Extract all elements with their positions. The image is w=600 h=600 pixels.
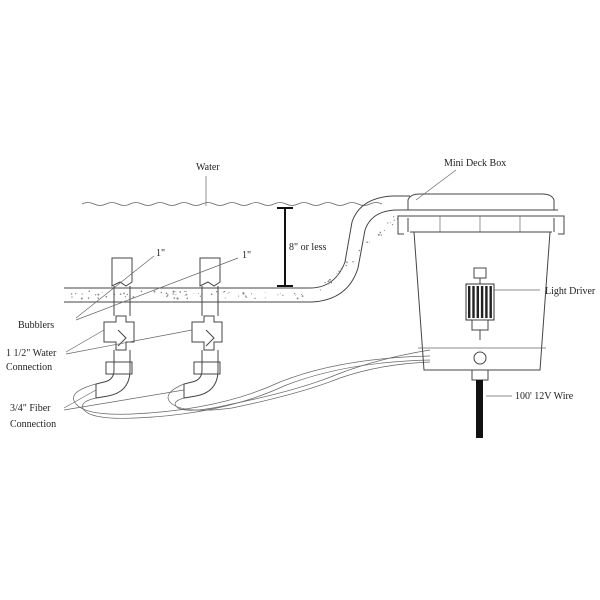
wire-label: 100' 12V Wire [515,391,574,402]
power-wire [471,369,489,438]
mini-deck-box-label: Mini Deck Box [444,158,506,169]
bubbler-1 [95,257,135,399]
water-label: Water [196,162,220,173]
water-connection-label-line1: 1 1/2" Water [6,348,57,359]
bubblers-label: Bubblers [18,320,54,331]
mini-deck-box [397,193,565,371]
leader-lines [63,169,540,411]
light-driver-label: Light Driver [545,286,596,297]
depth-dimension [277,207,293,287]
fiber-connection-label-line2: Connection [10,419,56,430]
water-surface [81,202,383,206]
water-connection-label-line2: Connection [6,362,52,373]
light-driver [465,267,495,340]
fiber-connection-label-line1: 3/4" Fiber [10,403,51,414]
bubbler-size-label-2: 1" [242,250,251,261]
bubbler-size-label-1: 1" [156,248,165,259]
depth-label: 8" or less [289,242,327,253]
bubbler-2 [183,257,223,399]
concrete-deck [64,195,410,303]
